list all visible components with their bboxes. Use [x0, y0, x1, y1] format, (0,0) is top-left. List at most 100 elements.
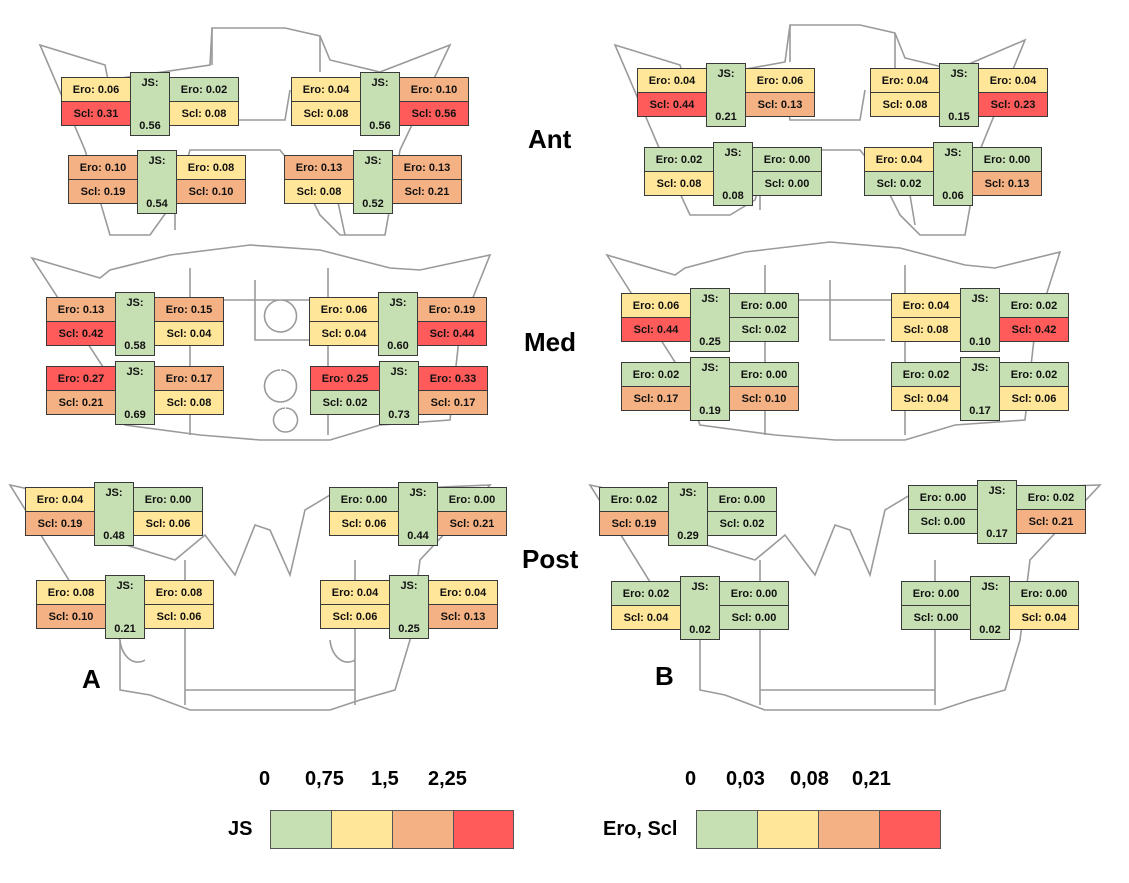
ero-left-cell: Ero: 0.10 — [68, 155, 138, 180]
js-cell: JS:0.17 — [977, 480, 1017, 544]
scl-right-cell: Scl: 0.13 — [745, 92, 815, 117]
ero-left-cell: Ero: 0.02 — [621, 362, 691, 387]
js-value: 0.58 — [124, 340, 146, 352]
scl-left-cell: Scl: 0.00 — [901, 605, 971, 630]
scl-right-cell: Scl: 0.44 — [417, 321, 487, 346]
js-title: JS: — [364, 155, 382, 167]
ero-left-cell: Ero: 0.02 — [644, 147, 714, 172]
js-cell: JS:0.69 — [115, 361, 155, 425]
ero-left-cell: Ero: 0.04 — [637, 68, 707, 93]
ero-right-cell: Ero: 0.06 — [745, 68, 815, 93]
ero-right-cell: Ero: 0.08 — [144, 580, 214, 605]
js-cell: JS:0.52 — [353, 150, 393, 214]
js-cell: JS: 0.54 — [137, 150, 177, 214]
js-value: 0.25 — [398, 623, 420, 635]
js-title: JS: — [988, 485, 1006, 497]
scl-right-cell: Scl: 0.04 — [154, 321, 224, 346]
scl-left-cell: Scl: 0.19 — [25, 511, 95, 536]
js-title: JS: — [390, 366, 408, 378]
legend-ero-scl-tick-2: 0,08 — [790, 768, 829, 790]
scl-left-cell: Scl: 0.06 — [329, 511, 399, 536]
scl-left-cell: Scl: 0.19 — [599, 511, 669, 536]
ero-right-cell: Ero: 0.08 — [176, 155, 246, 180]
legend-js-tick-0: 0 — [259, 768, 271, 790]
js-title: JS: — [148, 155, 166, 167]
ero-right-cell: Ero: 0.10 — [399, 77, 469, 102]
js-title: JS: — [141, 77, 159, 89]
ero-right-cell: Ero: 0.02 — [999, 362, 1069, 387]
js-title: JS: — [981, 581, 999, 593]
ero-right-cell: Ero: 0.04 — [978, 68, 1048, 93]
js-cell: JS:0.10 — [960, 288, 1000, 352]
scl-left-cell: Scl: 0.06 — [320, 604, 390, 629]
scl-right-cell: Scl: 0.21 — [437, 511, 507, 536]
scl-left-cell: Scl: 0.08 — [644, 171, 714, 196]
ero-left-cell: Ero: 0.00 — [908, 485, 978, 510]
ero-left-cell: Ero: 0.06 — [621, 293, 691, 318]
legend-ero-scl-swatch-orange — [818, 810, 880, 849]
ero-right-cell: Ero: 0.00 — [437, 487, 507, 512]
js-title: JS: — [717, 68, 735, 80]
legend-js-tick-1: 0,75 — [305, 768, 344, 790]
scl-right-cell: Scl: 0.02 — [729, 317, 799, 342]
js-value: 0.15 — [948, 111, 970, 123]
js-title: JS: — [389, 297, 407, 309]
ero-right-cell: Ero: 0.00 — [133, 487, 203, 512]
js-value: 0.54 — [146, 198, 168, 210]
ero-right-cell: Ero: 0.19 — [417, 297, 487, 322]
js-cell: JS:0.73 — [379, 361, 419, 425]
scl-right-cell: Scl: 0.13 — [972, 171, 1042, 196]
panel-label-b: B — [655, 661, 674, 691]
scl-left-cell: Scl: 0.08 — [891, 317, 961, 342]
ero-left-cell: Ero: 0.04 — [864, 147, 934, 172]
scl-left-cell: Scl: 0.04 — [891, 386, 961, 411]
scl-right-cell: Scl: 0.10 — [729, 386, 799, 411]
outline-b-med — [605, 241, 1062, 441]
js-value: 0.10 — [969, 336, 991, 348]
scl-left-cell: Scl: 0.19 — [68, 179, 138, 204]
legend-ero-scl-tick-3: 0,21 — [852, 768, 891, 790]
js-cell: JS: 0.17 — [960, 357, 1000, 421]
ero-right-cell: Ero: 0.00 — [752, 147, 822, 172]
scl-right-cell: Scl: 0.21 — [1016, 509, 1086, 534]
ero-left-cell: Ero: 0.02 — [891, 362, 961, 387]
scl-right-cell: Scl: 0.06 — [999, 386, 1069, 411]
scl-left-cell: Scl: 0.02 — [864, 171, 934, 196]
js-title: JS: — [400, 580, 418, 592]
scl-right-cell: Scl: 0.08 — [169, 101, 239, 126]
ero-left-cell: Ero: 0.02 — [611, 581, 681, 606]
js-title: JS: — [724, 147, 742, 159]
ero-left-cell: Ero: 0.13 — [46, 297, 116, 322]
legend-js-tick-2: 1,5 — [371, 768, 399, 790]
js-cell: JS:0.06 — [933, 142, 973, 206]
legend-ero-scl-tick-1: 0,03 — [726, 768, 765, 790]
ero-left-cell: Ero: 0.25 — [310, 366, 380, 391]
scl-left-cell: Scl: 0.31 — [61, 101, 131, 126]
legend-js-label: JS — [228, 818, 253, 840]
js-value: 0.19 — [699, 405, 721, 417]
ero-right-cell: Ero: 0.00 — [729, 362, 799, 387]
scl-right-cell: Scl: 0.06 — [144, 604, 214, 629]
ero-right-cell: Ero: 0.00 — [729, 293, 799, 318]
scl-right-cell: Scl: 0.04 — [1009, 605, 1079, 630]
js-cell: JS: 0.02 — [970, 576, 1010, 640]
ero-left-cell: Ero: 0.06 — [61, 77, 131, 102]
scl-left-cell: Scl: 0.00 — [908, 509, 978, 534]
ero-left-cell: Ero: 0.00 — [901, 581, 971, 606]
ero-left-cell: Ero: 0.04 — [870, 68, 940, 93]
js-value: 0.02 — [979, 624, 1001, 636]
legend-js-swatch-orange — [392, 810, 454, 849]
js-value: 0.17 — [969, 405, 991, 417]
scl-right-cell: Scl: 0.00 — [719, 605, 789, 630]
js-cell: JS:0.21 — [706, 63, 746, 127]
js-value: 0.29 — [677, 530, 699, 542]
scl-right-cell: Scl: 0.10 — [176, 179, 246, 204]
js-title: JS: — [971, 362, 989, 374]
js-title: JS: — [950, 68, 968, 80]
js-value: 0.21 — [114, 623, 136, 635]
js-title: JS: — [679, 487, 697, 499]
legend-ero-scl-swatch-green — [696, 810, 758, 849]
scl-right-cell: Scl: 0.13 — [428, 604, 498, 629]
ero-left-cell: Ero: 0.04 — [291, 77, 361, 102]
scl-left-cell: Scl: 0.21 — [46, 390, 116, 415]
